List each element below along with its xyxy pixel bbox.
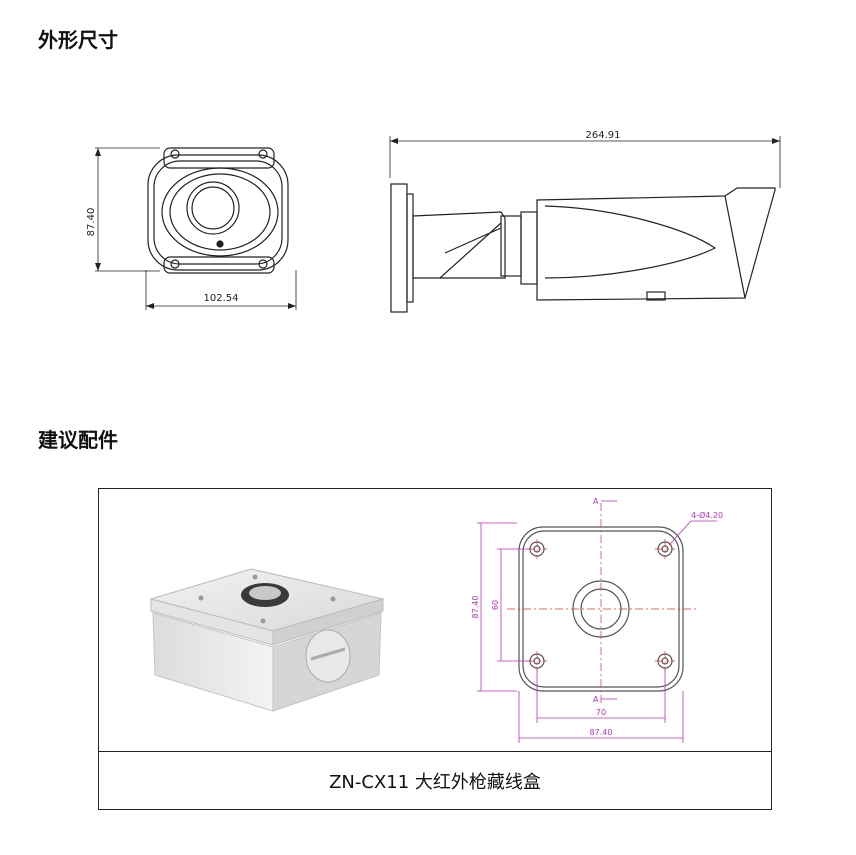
accessory-table: A A 4-Ø4.20 87.40 60 70 87.40 ZN-CX11 大红… [98, 488, 772, 810]
junction-box-drawing: A A 4-Ø4.20 87.40 60 70 87.40 [471, 497, 723, 743]
side-length-label: 264.91 [586, 130, 621, 141]
inner-height-label: 60 [491, 600, 500, 610]
camera-side-view-drawing: 264.91 [389, 130, 781, 313]
camera-front-view-drawing: 87.40 102.54 [86, 147, 297, 310]
accessory-image-cell: A A 4-Ø4.20 87.40 60 70 87.40 [99, 489, 771, 752]
junction-box-photo [149, 568, 385, 712]
section-mark-top: A [593, 497, 599, 506]
outer-width-label: 87.40 [590, 728, 613, 737]
outer-height-label: 87.40 [471, 596, 480, 619]
accessory-caption: ZN-CX11 大红外枪藏线盒 [329, 771, 541, 793]
inner-width-label: 70 [596, 708, 606, 717]
section-title-dimensions: 外形尺寸 [38, 28, 118, 52]
hole-note-label: 4-Ø4.20 [691, 510, 723, 520]
section-title-accessories: 建议配件 [38, 428, 118, 452]
front-height-label: 87.40 [86, 208, 97, 237]
front-width-label: 102.54 [204, 293, 239, 304]
section-mark-bottom: A [593, 695, 599, 704]
